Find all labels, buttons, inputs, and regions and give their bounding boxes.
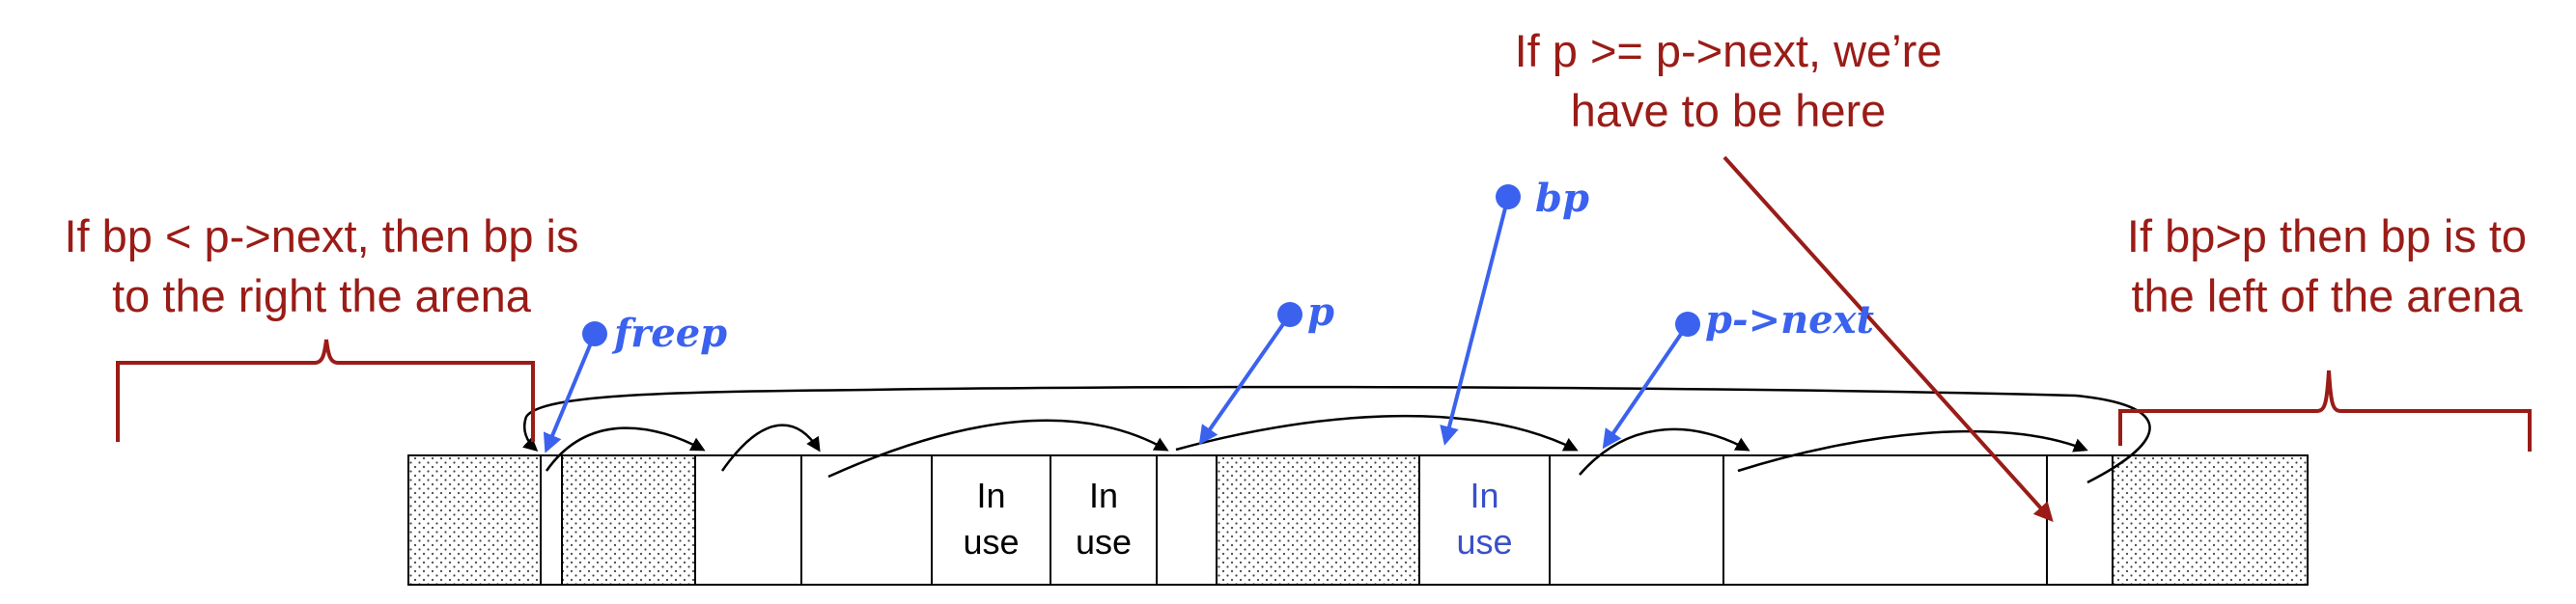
- arena-block-dotted: [2112, 454, 2309, 586]
- arena-block-dotted: [1216, 454, 1420, 586]
- next-link-arrow: [720, 424, 821, 472]
- top-annotation-line-1: If p >= p->next, we’re: [1514, 25, 1943, 76]
- left-annotation-line-1: If bp < p->next, then bp is: [64, 210, 579, 261]
- left-annotation-line-2: to the right the arena: [112, 270, 531, 321]
- in-use-label-1: In use: [963, 476, 1020, 562]
- wrap-around-link-arrow: [522, 385, 2151, 484]
- p-next-arrow: [1602, 322, 1690, 450]
- wrap-position-arrow: [1722, 155, 2054, 522]
- left-annotation: If bp < p->next, then bp is to the right…: [17, 206, 626, 326]
- right-annotation: If bp>p then bp is to the left of the ar…: [2095, 206, 2559, 326]
- arena-block-in-use: [1050, 454, 1158, 586]
- arena-block-dotted: [561, 454, 696, 586]
- p-arrow: [1198, 313, 1292, 446]
- top-annotation-line-2: have to be here: [1570, 85, 1887, 136]
- p-next-label: p->next: [1705, 297, 1874, 343]
- arena-block-free: [1156, 454, 1218, 586]
- next-link-arrow: [1737, 429, 2088, 473]
- next-link-arrow: [1579, 427, 1750, 476]
- freep-dot: [582, 321, 607, 346]
- p-label: p: [1307, 289, 1334, 335]
- arena-block-dotted: [407, 454, 542, 586]
- right-brace: [2118, 370, 2532, 452]
- arena-block-free: [694, 454, 802, 586]
- bp-dot: [1496, 184, 1521, 209]
- arena-block-header: [540, 454, 563, 586]
- arena-block-free: [800, 454, 933, 586]
- in-use-label-bp: In use: [1456, 476, 1513, 562]
- top-annotation: If p >= p->next, we’re have to be here: [1468, 21, 1989, 141]
- free-list-links: [522, 385, 2151, 484]
- bp-arrow: [1440, 196, 1510, 446]
- p-dot: [1277, 302, 1302, 327]
- memory-arena: [407, 454, 2309, 586]
- right-annotation-line-1: If bp>p then bp is to: [2126, 210, 2528, 261]
- arena-block-free: [2046, 454, 2114, 586]
- pointer-variables: [543, 184, 1700, 453]
- arena-block-in-use: [931, 454, 1051, 586]
- arena-block-free: [1549, 454, 1724, 586]
- bp-label: bp: [1535, 176, 1589, 221]
- freep-arrow: [543, 333, 597, 453]
- left-brace: [116, 339, 535, 442]
- next-link-arrow: [1175, 414, 1579, 452]
- p-next-dot: [1675, 312, 1700, 337]
- next-link-arrow: [545, 426, 706, 472]
- arena-block-in-use: [1418, 454, 1551, 586]
- right-annotation-line-2: the left of the arena: [2131, 270, 2523, 321]
- freep-label: freep: [614, 311, 728, 356]
- next-link-arrow: [827, 419, 1169, 479]
- in-use-label-2: In use: [1075, 476, 1133, 562]
- arena-block-free: [1722, 454, 2048, 586]
